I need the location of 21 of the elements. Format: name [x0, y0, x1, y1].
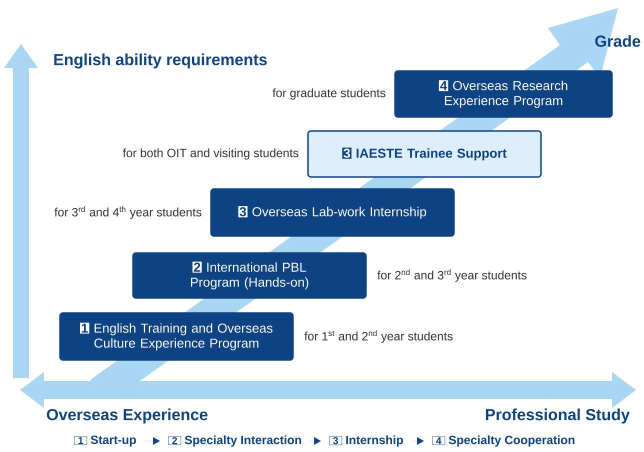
axis-label: English ability requirements — [54, 54, 267, 68]
note-text: for graduate students — [272, 88, 386, 100]
note-text: for 1$^{st}$ and 2$^{nd}$ year students — [304, 330, 453, 343]
note-text: for 3$^{rd}$ and 4$^{th}$ year students — [54, 206, 202, 219]
program-box: 4 Overseas Research Experience Program — [394, 70, 613, 118]
arrow — [310, 437, 321, 445]
program-box: 2 International PBL Program (Hands-on) — [132, 252, 367, 299]
axis-label: Professional Study — [486, 408, 630, 424]
step-label: 2 Specialty Interaction — [168, 435, 302, 447]
note-text: for both OIT and visiting students — [122, 148, 298, 160]
step-label: 4 Specialty Cooperation — [432, 435, 574, 447]
program-box: 3 IAESTE Trainee Support — [307, 130, 542, 178]
axis-label: Grade — [595, 35, 640, 47]
note-text: for 2$^{nd}$ and 3$^{rd}$ year students — [377, 269, 527, 282]
program-box: 1 English Training and Overseas Culture Experience Program — [59, 312, 294, 361]
arrow — [144, 437, 160, 445]
step-label: 1 Start-up — [74, 436, 136, 446]
step-label: 3 Internship — [329, 435, 403, 447]
arrow — [412, 437, 424, 445]
axis-label: Overseas Experience — [46, 408, 208, 424]
program-box: 3 Overseas Lab-work Internship — [210, 188, 455, 237]
